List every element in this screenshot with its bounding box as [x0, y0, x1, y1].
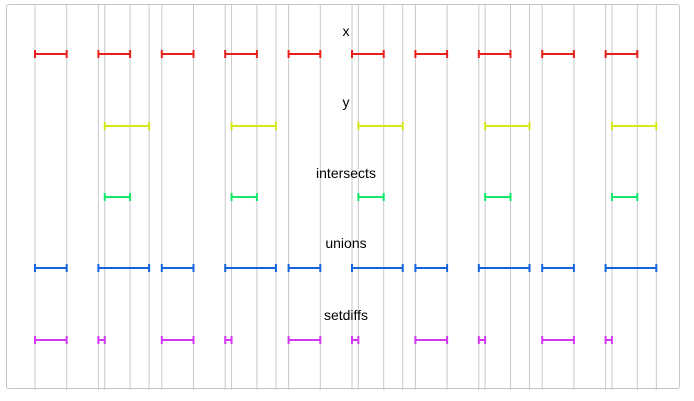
interval-setdiffs [287, 336, 322, 344]
interval-row-x [34, 50, 639, 58]
interval-row-unions [34, 264, 658, 272]
interval-unions [34, 264, 68, 272]
interval-y [357, 122, 404, 130]
interval-unions [477, 264, 531, 272]
interval-setdiffs [414, 336, 449, 344]
interval-setdiffs [34, 336, 68, 344]
interval-intersects [484, 193, 512, 201]
interval-row-intersects [103, 193, 639, 201]
gridlines [34, 5, 657, 390]
interval-unions [604, 264, 658, 272]
diagram-panel: x y intersects unions setdiffs [6, 4, 680, 390]
interval-row-y [103, 122, 658, 130]
row-label-intersects: intersects [316, 165, 376, 181]
interval-unions [224, 264, 277, 272]
interval-intersects [610, 193, 639, 201]
interval-x [414, 50, 449, 58]
interval-y [484, 122, 531, 130]
interval-x [34, 50, 68, 58]
interval-unions [97, 264, 151, 272]
interval-setdiffs [160, 336, 195, 344]
interval-x [97, 50, 132, 58]
interval-rows [34, 50, 658, 344]
interval-x [287, 50, 322, 58]
interval-setdiffs [97, 336, 106, 344]
interval-unions [351, 264, 404, 272]
row-label-x: x [343, 23, 350, 39]
interval-x [541, 50, 575, 58]
row-label-y: y [343, 94, 350, 110]
interval-unions [541, 264, 575, 272]
interval-diagram: x y intersects unions setdiffs [34, 5, 658, 390]
interval-setdiffs [541, 336, 575, 344]
interval-y [103, 122, 151, 130]
interval-intersects [230, 193, 258, 201]
interval-setdiffs [224, 336, 233, 344]
interval-x [224, 50, 258, 58]
interval-x [477, 50, 512, 58]
interval-y [610, 122, 658, 130]
interval-x [351, 50, 385, 58]
interval-unions [160, 264, 195, 272]
interval-setdiffs [477, 336, 487, 344]
interval-x [160, 50, 195, 58]
interval-intersects [357, 193, 385, 201]
interval-unions [287, 264, 322, 272]
row-label-unions: unions [325, 235, 366, 251]
interval-x [604, 50, 639, 58]
interval-setdiffs [351, 336, 360, 344]
interval-unions [414, 264, 449, 272]
interval-setdiffs [604, 336, 613, 344]
interval-y [230, 122, 277, 130]
row-label-setdiffs: setdiffs [324, 307, 368, 323]
interval-intersects [103, 193, 132, 201]
interval-row-setdiffs [34, 336, 613, 344]
